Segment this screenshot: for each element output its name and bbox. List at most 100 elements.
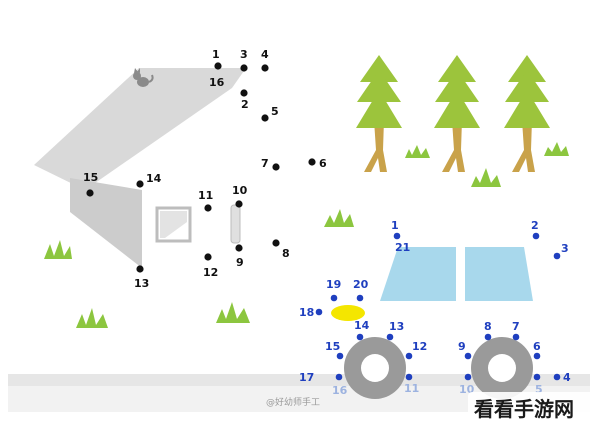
dot <box>386 333 394 341</box>
dot-label: 3 <box>240 48 248 61</box>
house-roof <box>34 68 246 190</box>
dot-label: 9 <box>458 340 466 353</box>
dot <box>356 333 364 341</box>
dot <box>261 114 269 122</box>
dot <box>533 352 541 360</box>
dot <box>464 373 472 381</box>
dot-label: 16 <box>332 384 348 397</box>
dot-label: 6 <box>319 157 327 170</box>
dot-label: 8 <box>484 320 492 333</box>
dot-label: 6 <box>533 340 541 353</box>
dot-label: 18 <box>299 306 314 319</box>
dot <box>315 308 323 316</box>
dot <box>204 204 212 212</box>
dot <box>553 373 561 381</box>
dot <box>204 253 212 261</box>
dot-label: 12 <box>412 340 427 353</box>
grass-icon <box>544 142 569 156</box>
dot-label: 14 <box>146 172 162 185</box>
dot-label: 7 <box>261 157 269 170</box>
dot-label: 5 <box>271 105 279 118</box>
dot-label: 15 <box>83 171 98 184</box>
house-dot-labels: 1 3 4 16 2 5 7 6 15 14 11 10 12 9 8 13 <box>83 48 327 290</box>
dot <box>272 239 280 247</box>
dot-label: 2 <box>531 219 539 232</box>
ground-band <box>8 374 590 386</box>
dot-label: 16 <box>209 76 225 89</box>
grass-icon <box>44 240 72 259</box>
dot-label: 12 <box>203 266 218 279</box>
dot-label: 11 <box>198 189 213 202</box>
dot-label: 7 <box>512 320 520 333</box>
dot <box>356 294 364 302</box>
dot <box>533 373 541 381</box>
house-wall <box>70 178 142 268</box>
dot-label: 9 <box>236 256 244 269</box>
dot <box>308 158 316 166</box>
tree <box>356 55 402 172</box>
dot <box>235 244 243 252</box>
grass-icon <box>471 168 501 187</box>
cat-icon <box>133 68 154 87</box>
dot <box>335 373 343 381</box>
dot-label: 13 <box>389 320 404 333</box>
car-rear-window <box>465 247 533 301</box>
dot <box>240 64 248 72</box>
brand-logo-text: 看看手游网 <box>474 397 574 421</box>
dot <box>235 200 243 208</box>
dot-label: 8 <box>282 247 290 260</box>
grass-icon <box>324 209 354 227</box>
dot <box>136 265 144 273</box>
grass-icon <box>405 145 430 158</box>
dot <box>136 180 144 188</box>
dot-label: 3 <box>561 242 569 255</box>
dot <box>553 252 561 260</box>
dot <box>484 333 492 341</box>
dot-label: 10 <box>232 184 248 197</box>
grass-icon <box>76 308 108 328</box>
dot <box>405 352 413 360</box>
dot <box>214 62 222 70</box>
car-wheel-rear <box>471 337 533 399</box>
dot <box>272 163 280 171</box>
car-front-window <box>380 247 456 301</box>
tree <box>434 55 480 172</box>
house-dots <box>86 62 316 273</box>
dot-label: 1 <box>391 219 399 232</box>
dot <box>261 64 269 72</box>
dot-label: 17 <box>299 371 314 384</box>
car-dot-labels: 1 21 2 3 19 20 18 14 13 15 12 17 16 11 8… <box>299 219 571 397</box>
dot-label: 20 <box>353 278 369 291</box>
dot <box>464 352 472 360</box>
dot-label: 4 <box>563 371 571 384</box>
dot-label: 4 <box>261 48 269 61</box>
grass-icon <box>216 302 250 323</box>
dot-label: 11 <box>404 382 419 395</box>
dot-label: 1 <box>212 48 220 61</box>
house-door <box>230 204 241 244</box>
dot <box>532 232 540 240</box>
dot-label: 14 <box>354 319 370 332</box>
watermark: @好幼师手工 <box>266 396 320 408</box>
dot <box>86 189 94 197</box>
dot-label: 5 <box>535 383 543 396</box>
dot <box>240 89 248 97</box>
dot <box>393 232 401 240</box>
car-headlight <box>331 305 365 321</box>
dot <box>330 294 338 302</box>
dot <box>336 352 344 360</box>
dot-label: 15 <box>325 340 340 353</box>
dot <box>405 373 413 381</box>
tree <box>504 55 550 172</box>
dot-label: 21 <box>395 241 410 254</box>
car-dots <box>315 232 561 381</box>
dot <box>512 333 520 341</box>
car-wheel-front <box>344 337 406 399</box>
dot-label: 13 <box>134 277 149 290</box>
brand-logo: 看看手游网 <box>468 392 596 422</box>
dot-label: 19 <box>326 278 341 291</box>
window-shade <box>160 211 187 238</box>
dot-label: 2 <box>241 98 249 111</box>
